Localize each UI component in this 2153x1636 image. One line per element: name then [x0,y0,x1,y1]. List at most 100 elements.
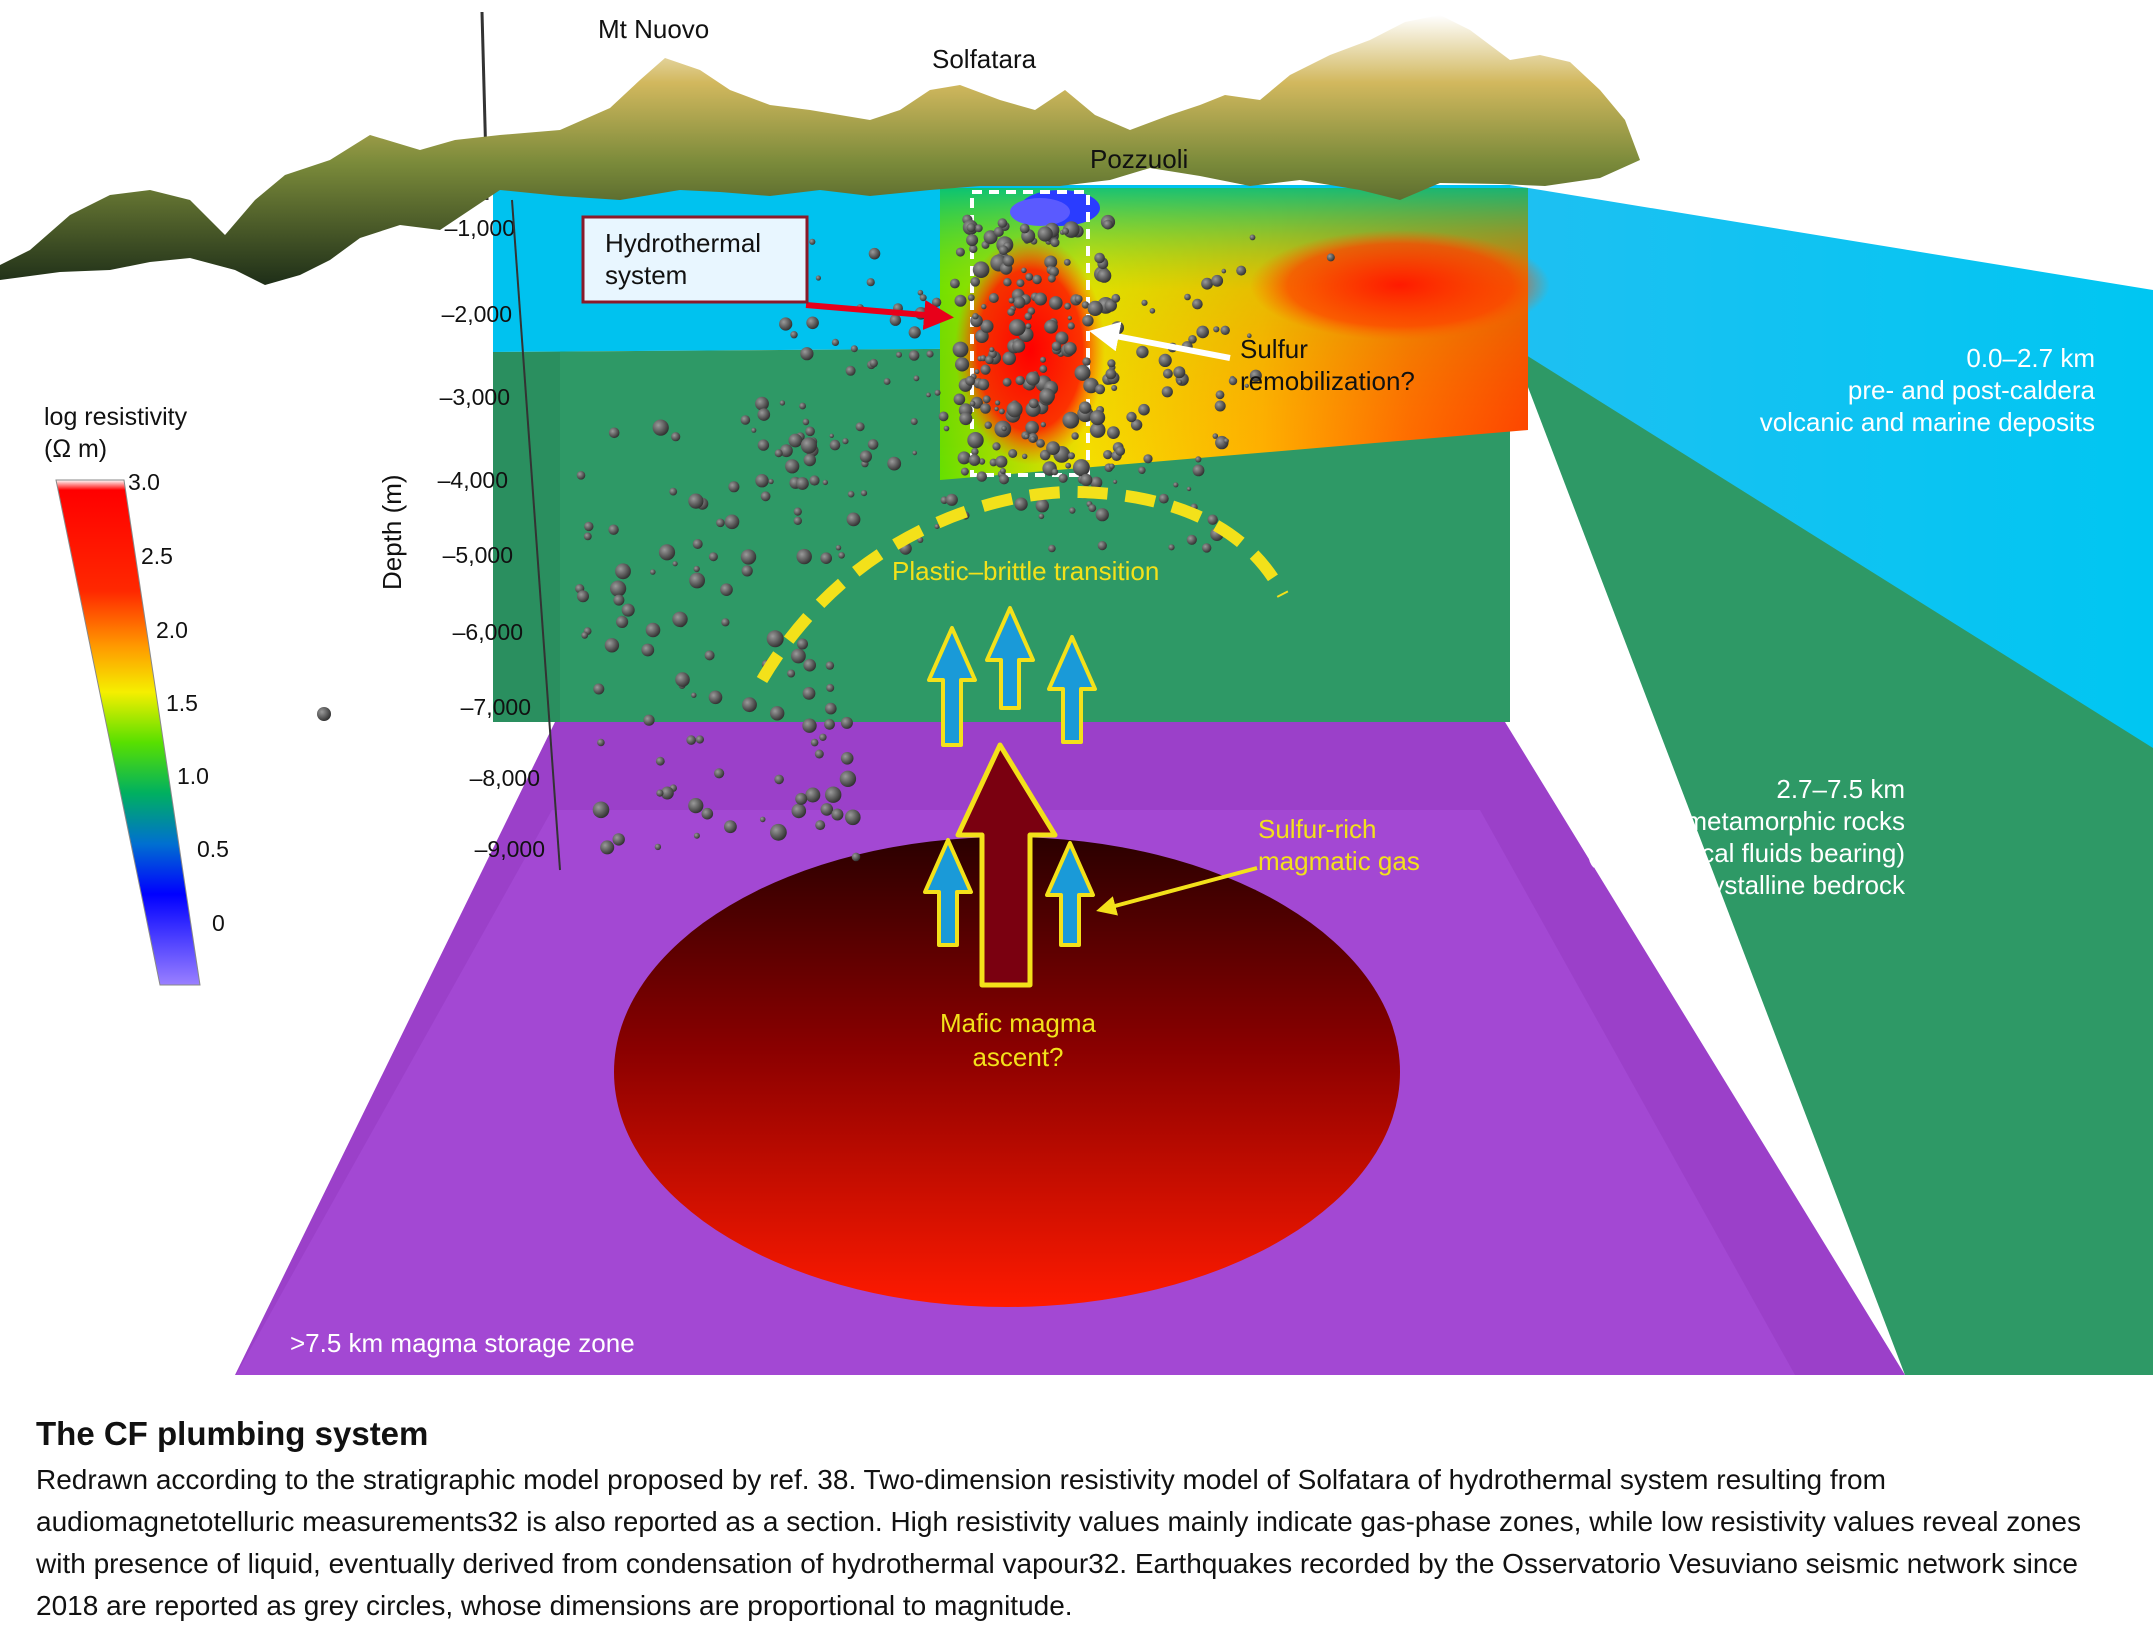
earthquake-circle [1047,274,1056,283]
earthquake-circle [1192,298,1203,310]
sulfur-remobilization-line2: remobilization? [1240,366,1415,396]
earthquake-circle [1215,390,1225,400]
colorbar-ticks: 3.0 2.5 2.0 1.5 1.0 0.5 0 [128,469,229,936]
earthquake-circle [675,672,690,687]
earthquake-circle [908,326,921,339]
earthquake-circle [613,594,625,606]
earthquake-circle [999,474,1009,485]
earthquake-circle [1058,473,1068,483]
earthquake-circle [1037,226,1053,242]
earthquake-circle [840,716,853,729]
earthquake-circle [1062,227,1069,235]
earthquake-circle [860,490,868,497]
earthquake-circle [693,565,700,573]
earthquake-circle [610,580,627,597]
earthquake-circle [779,400,786,406]
earthquake-circle [641,643,655,657]
earthquake-circle [1067,322,1075,330]
earthquake-circle [1074,364,1091,381]
earthquake-circle [1006,401,1023,418]
earthquake-circle-outlier [317,707,331,721]
earthquake-circle [791,803,807,819]
earthquake-circle [691,692,697,698]
earthquake-circle [1143,454,1153,464]
earthquake-circle [584,521,594,532]
earthquake-circle [809,475,820,486]
earthquake-circle [671,432,681,442]
earthquake-circle [785,459,800,474]
earthquake-circle [724,514,740,530]
earthquake-circle [1158,353,1172,367]
earthquake-circle [984,421,992,429]
depth-axis-title: Depth (m) [377,474,407,590]
earthquake-circle [1081,301,1090,309]
earthquake-circle [993,226,1004,237]
earthquake-circle [1173,366,1186,379]
earthquake-circle [788,433,803,448]
earthquake-circle [992,442,1001,451]
earthquake-circle [616,615,629,629]
earthquake-circle [645,622,661,638]
hydrothermal-label-line1: Hydrothermal [605,228,761,258]
earthquake-circle [1063,342,1077,355]
earthquake-circle [971,447,979,456]
earthquake-circle [742,697,757,713]
earthquake-circle [720,583,733,596]
layer-top-line2: volcanic and marine deposits [1760,407,2095,437]
earthquake-circle [797,638,808,650]
depth-tick: –6,000 [453,619,523,645]
layer-top-range: 0.0–2.7 km [1966,343,2095,373]
earthquake-circle [1094,252,1105,264]
earthquake-circle [760,491,771,502]
earthquake-circle [1015,375,1025,386]
earthquake-circle [612,833,625,846]
earthquake-circle [721,618,730,627]
earthquake-circle [829,439,841,451]
earthquake-circle [999,408,1005,415]
earthquake-circle [926,392,931,398]
depth-tick: –5,000 [443,542,513,568]
earthquake-circle [1202,543,1212,553]
sulfur-gas-label-line2: magmatic gas [1258,846,1420,876]
earthquake-circle [851,852,861,862]
earthquake-circle [1130,419,1143,431]
earthquake-circle [1072,459,1090,477]
earthquake-circle [982,395,991,404]
earthquake-circle [966,223,976,233]
colorbar-title-line2: (Ω m) [44,435,107,463]
earthquake-circle [802,687,816,700]
earthquake-circle [980,355,987,362]
earthquake-circle [980,403,991,414]
earthquake-circle [768,478,774,485]
earthquake-circle [1071,432,1079,440]
earthquake-circle [1028,398,1039,409]
earthquake-circle [981,303,987,310]
earthquake-circle [938,411,949,422]
earthquake-circle [1161,386,1173,398]
earthquake-circle [805,787,821,803]
earthquake-circle [845,809,861,826]
earthquake-circle [1088,504,1097,512]
earthquake-circle [977,378,990,391]
earthquake-circle [1038,513,1045,520]
earthquake-circle [658,544,676,561]
sulfur-gas-arrow [1096,866,1258,916]
earthquake-circle [954,294,967,307]
layer-middle-range: 2.7–7.5 km [1776,774,1905,804]
sulfur-remobilization-line1: Sulfur [1240,334,1308,364]
earthquake-circle [976,471,987,482]
earthquake-circle [883,378,891,385]
earthquake-circle [802,418,810,426]
earthquake-circle [1082,357,1091,366]
earthquake-circle [793,507,802,516]
earthquake-circle [970,277,980,287]
earthquake-circle [1249,234,1256,241]
earthquake-circle [708,690,723,705]
earthquake-circle [751,427,757,433]
earthquake-circle [1113,479,1118,484]
earthquake-circle [889,314,902,326]
earthquake-circle [839,770,857,787]
earthquake-circle [1221,268,1227,274]
earthquake-circle [997,218,1008,228]
earthquake-circle [608,524,619,535]
